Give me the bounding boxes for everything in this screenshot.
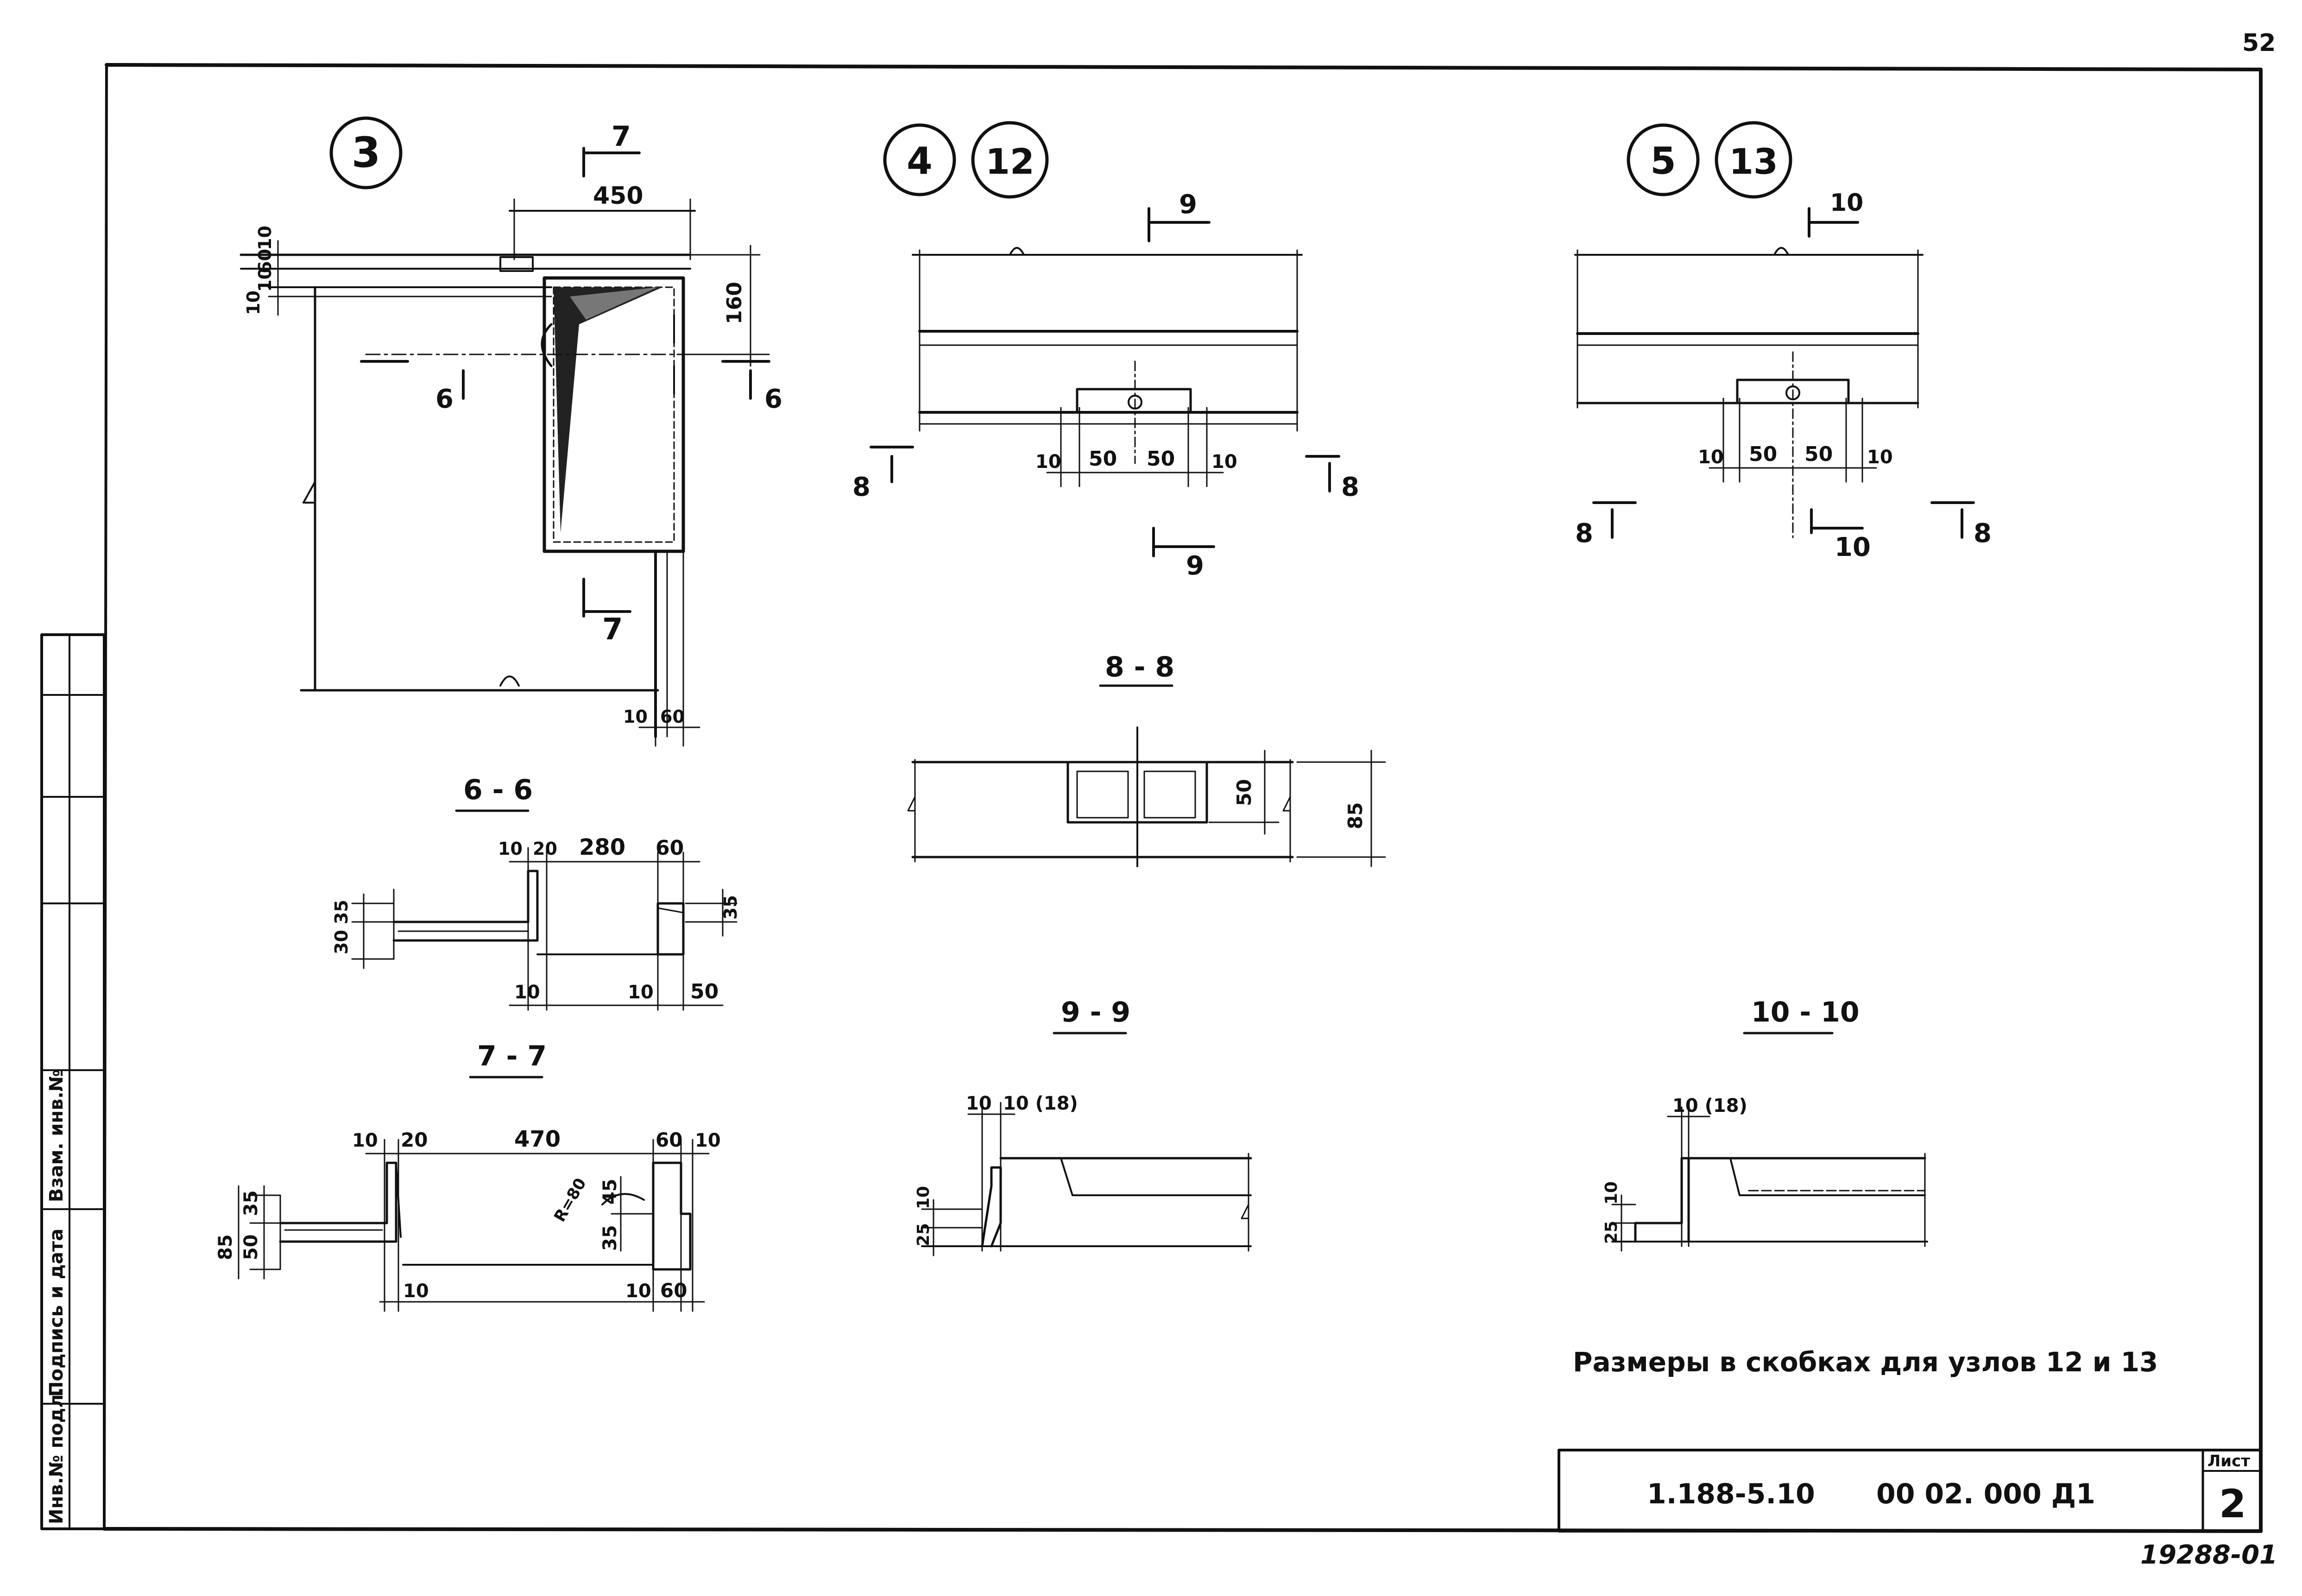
node4-dim-c: 50: [1147, 447, 1175, 471]
node3-dim-bottom-a: 10: [623, 707, 648, 727]
s66-dim-top-c: 280: [579, 834, 625, 860]
section-9-9: 9 - 9 10 10 (18) 25 10: [914, 996, 1252, 1256]
sheet-label: Лист: [2207, 1452, 2250, 1470]
s77-radius: R=80: [550, 1175, 590, 1225]
node-3-number: 3: [352, 128, 381, 177]
node5-dim-d: 10: [1867, 447, 1893, 468]
s66-dim-left-a: 30: [331, 930, 352, 954]
node3-dim-left-a: 10: [255, 226, 275, 250]
s66-dim-bottom-b: 10: [628, 982, 654, 1003]
designation: 1.188-5.10: [1647, 1478, 1815, 1510]
node3-cut6-right: 6: [764, 384, 782, 414]
title-block: 1.188-5.10 00 02. 000 Д1 Лист 2: [1558, 1449, 2262, 1533]
node-5-number: 5: [1650, 139, 1676, 183]
s66-dim-bottom-a: 10: [514, 982, 540, 1003]
s66-dim-bottom-c: 50: [690, 980, 719, 1003]
drawing-frame: [102, 63, 2263, 1533]
node-3-plan: 3 7 450 10 60 10 10: [240, 116, 782, 747]
s1010-dim-top: 10 (18): [1672, 1095, 1747, 1117]
s77-dim-top-d: 60: [656, 1129, 682, 1151]
node-12-circle: [971, 121, 1049, 199]
s88-dim-50: 50: [1233, 779, 1255, 806]
section-8-8-title: 8 - 8: [1105, 651, 1174, 683]
node3-cut7-bottom: 7: [602, 612, 623, 647]
node5-dim-c: 50: [1804, 442, 1833, 466]
node4-dim-d: 10: [1211, 451, 1237, 473]
s66-dim-top-a: 10: [498, 839, 523, 859]
document-code: 00 02. 000 Д1: [1876, 1478, 2095, 1510]
node-12-number: 12: [985, 141, 1034, 182]
s77-dim-top-b: 20: [401, 1129, 428, 1151]
s99-dim-left-a: 25: [914, 1223, 933, 1246]
s99-dim-top-b: 10 (18): [1003, 1093, 1078, 1114]
node5-cut10-bottom: 10: [1835, 532, 1871, 562]
node3-dim-left-c: 10: [255, 267, 275, 292]
node5-dim-b: 50: [1749, 442, 1777, 466]
s1010-dim-left-b: 10: [1602, 1181, 1621, 1205]
s66-dim-right: 35: [720, 895, 741, 920]
s77-dim-left-c: 35: [240, 1190, 262, 1216]
node3-dim-left-low: 10: [243, 290, 264, 315]
node3-dim-160: 160: [723, 282, 746, 324]
node3-dim-left-b: 60: [255, 249, 275, 273]
section-7-7-title: 7 - 7: [477, 1040, 547, 1072]
side-stamp: Инв.№ подл. Подпись и дата Взам. инв.№: [40, 633, 106, 1530]
s77-dim-top-e: 10: [695, 1130, 721, 1151]
s77-dim-bottom-b: 10: [625, 1281, 651, 1302]
section-9-9-title: 9 - 9: [1061, 996, 1130, 1028]
s1010-dim-left-a: 25: [1602, 1221, 1621, 1244]
s77-dim-top-c: 470: [514, 1126, 561, 1152]
archive-number: 19288-01: [2140, 1540, 2277, 1570]
node-3-circle: [329, 116, 403, 189]
s77-dim-right-b: 35: [599, 1225, 621, 1251]
s88-dim-85: 85: [1344, 802, 1367, 829]
section-7-7: 7 - 7 10 20 470 60 10 R=80 85 50 35 45 3…: [215, 1040, 721, 1312]
s66-dim-top-b: 20: [533, 839, 557, 859]
inv-replace-label: Взам. инв.№: [46, 1069, 67, 1202]
node4-cut9-top: 9: [1179, 189, 1197, 220]
node3-cut7-top: 7: [612, 120, 631, 153]
node3-dim-bottom-b: 60: [660, 707, 685, 727]
node-5-circle: [1627, 123, 1700, 196]
s77-dim-top-a: 10: [352, 1130, 378, 1151]
node4-cut9-bottom: 9: [1186, 551, 1204, 581]
page-number: 52: [2242, 29, 2276, 57]
s66-dim-left-b: 35: [331, 900, 352, 924]
node5-cut10-top: 10: [1830, 189, 1863, 217]
section-10-10: 10 - 10 10 (18) 25 10: [1602, 996, 1928, 1252]
node-5-13-plan: 5 13 10 10 50 50 10 8 8 10: [1574, 121, 1992, 562]
section-8-8: 8 - 8 50 85: [907, 651, 1386, 867]
node4-dim-b: 50: [1089, 447, 1117, 471]
node-4-circle: [883, 123, 956, 196]
node5-cut8-left: 8: [1575, 518, 1593, 549]
node3-cut6-left: 6: [435, 384, 454, 414]
s77-dim-bottom-c: 60: [660, 1279, 687, 1302]
inv-orig-label: Инв.№ подл.: [46, 1387, 67, 1524]
node-4-number: 4: [907, 139, 933, 183]
signature-date-label: Подпись и дата: [46, 1229, 67, 1397]
node5-cut8-right: 8: [1974, 518, 1992, 549]
s99-dim-left-b: 10: [914, 1186, 933, 1209]
s77-dim-bottom-a: 10: [403, 1281, 429, 1302]
node-13-circle: [1715, 121, 1792, 199]
section-6-6: 6 - 6 10 20 280 60 30 35 35 10 10 50: [331, 774, 741, 1011]
node-4-12-plan: 4 12 9 10 50 50 10 8 8 9: [852, 121, 1359, 581]
section-6-6-title: 6 - 6: [463, 774, 533, 806]
section-10-10-title: 10 - 10: [1751, 996, 1860, 1028]
sheet-number: 2: [2219, 1481, 2246, 1527]
node3-dim-450: 450: [593, 182, 643, 210]
s77-dim-left-b: 50: [240, 1234, 262, 1260]
dimensions-note: Размеры в скобках для узлов 12 и 13: [1573, 1346, 2158, 1378]
node4-cut8-right: 8: [1341, 472, 1359, 502]
node4-cut8-left: 8: [852, 472, 870, 502]
node5-dim-a: 10: [1698, 447, 1724, 468]
s99-dim-top-a: 10: [966, 1093, 992, 1114]
s77-dim-right-a: 45: [599, 1179, 621, 1205]
node4-dim-a: 10: [1035, 451, 1061, 473]
node-13-number: 13: [1729, 141, 1778, 182]
s66-dim-top-d: 60: [656, 836, 684, 860]
s77-dim-left-a: 85: [215, 1234, 236, 1260]
